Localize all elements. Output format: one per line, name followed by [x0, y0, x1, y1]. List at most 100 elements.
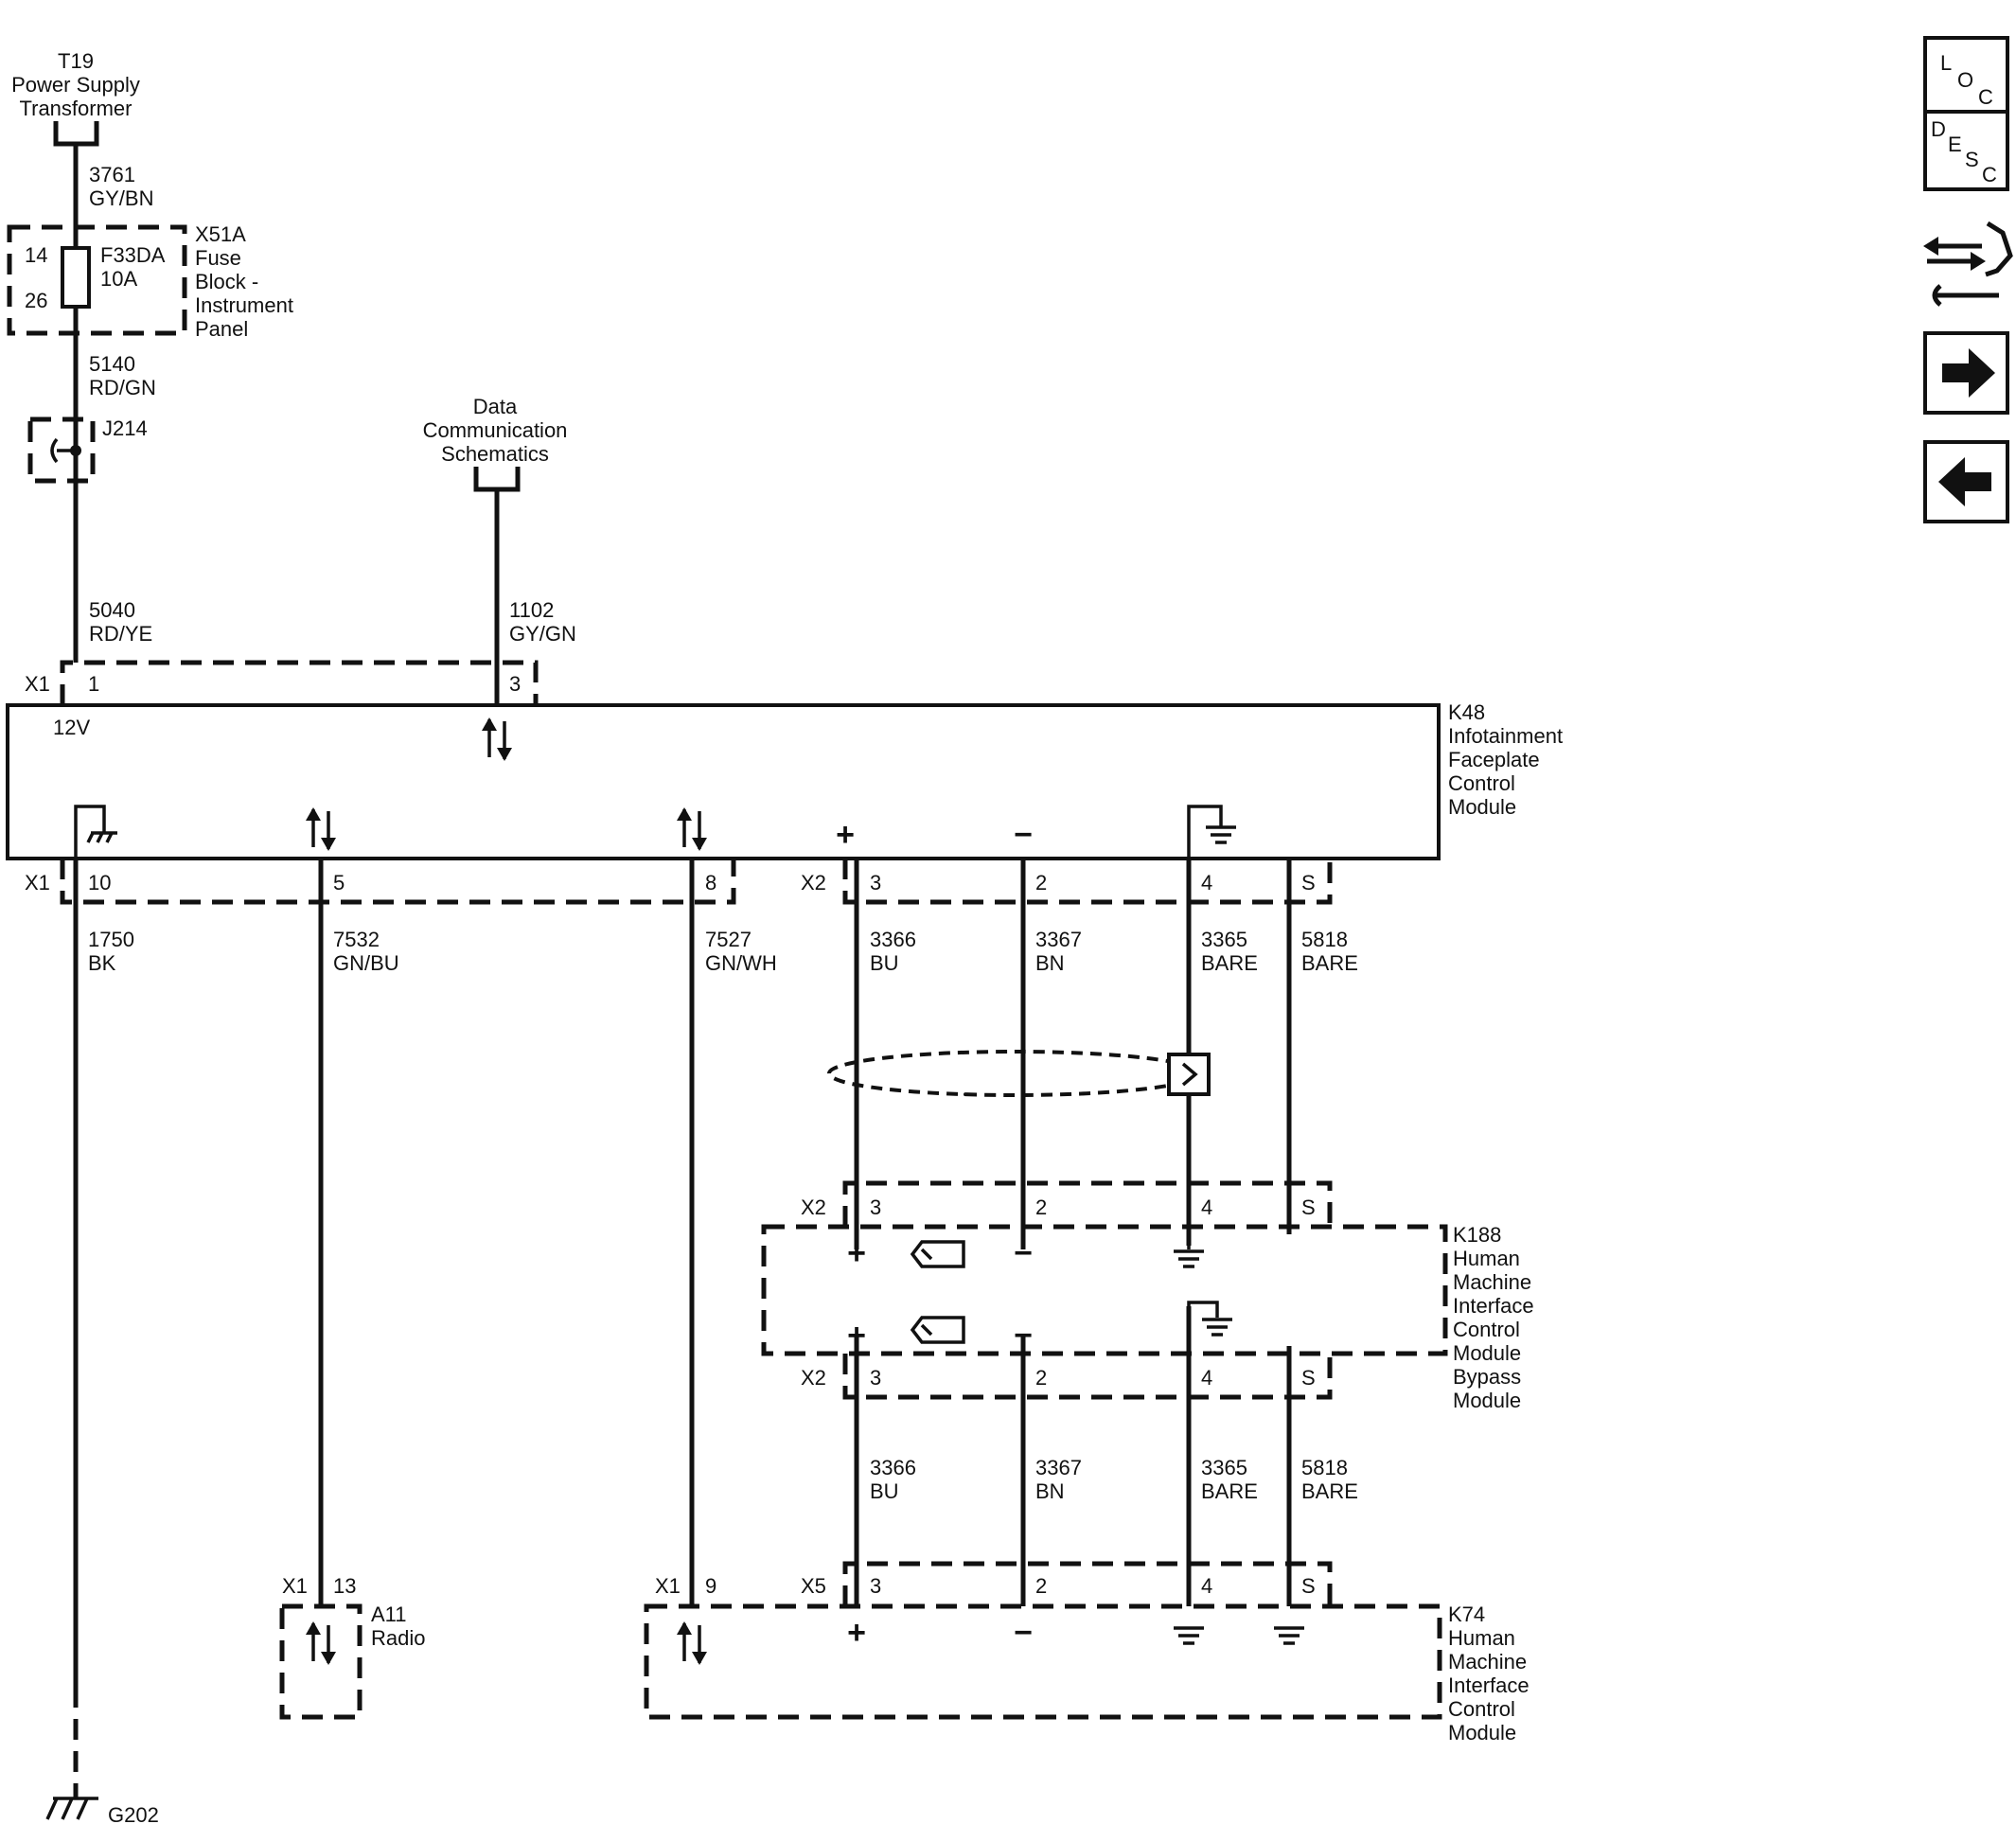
wire-3761-number: 3761 — [89, 163, 135, 186]
k188-label-line3: Machine — [1453, 1270, 1531, 1294]
a11-label-line1: A11 — [371, 1603, 407, 1626]
x51a-label-line2: Fuse — [195, 246, 241, 270]
fuse-pin-14: 14 — [25, 243, 47, 267]
k48-x1-pin-5: 5 — [333, 871, 345, 894]
g202-ground: G202 — [45, 1797, 159, 1824]
k188-ground-top — [1174, 1246, 1204, 1268]
wire-3366-color-bottom: BU — [870, 1479, 899, 1503]
data-comm-line1: Data — [473, 395, 518, 418]
wire-3367-number-top: 3367 — [1035, 928, 1082, 951]
desc-letter-e: E — [1948, 133, 1962, 156]
k48-x1-pin-8: 8 — [705, 871, 716, 894]
j214-label: J214 — [102, 416, 148, 440]
k48-label-line1: K48 — [1448, 700, 1485, 724]
connector-tools-icon[interactable] — [1923, 221, 2013, 307]
k74-ground-pin4 — [1174, 1626, 1204, 1645]
j214-splice: J214 — [27, 416, 148, 484]
k74-label-line2: Human — [1448, 1626, 1515, 1650]
k48-label-line5: Module — [1448, 795, 1516, 819]
k74-label-line5: Control — [1448, 1697, 1515, 1721]
k74-x5-pin-4: 4 — [1201, 1574, 1212, 1598]
loc-button[interactable]: L O C — [1923, 36, 2009, 117]
desc-button[interactable]: D E S C — [1923, 110, 2009, 191]
k188-plus-bottom: + — [847, 1318, 866, 1354]
k188-label: K188 Human Machine Interface Control Mod… — [1453, 1223, 1534, 1412]
k74-minus-symbol: − — [1014, 1615, 1033, 1651]
k188-label-line5: Control — [1453, 1318, 1520, 1341]
k48-infotainment-faceplate-module — [6, 703, 1441, 860]
wire-3365-color-bottom: BARE — [1201, 1479, 1258, 1503]
k48-label-line3: Faceplate — [1448, 748, 1540, 771]
k48-x1-bottom-dashed — [60, 859, 736, 905]
k48-x2-pin-4: 4 — [1201, 871, 1212, 894]
previous-arrow-icon — [1938, 457, 1991, 506]
k188-x2-bottom-pin-s: S — [1301, 1366, 1316, 1390]
k48-data-arrows-pin8 — [677, 807, 707, 851]
k74-x5-id: X5 — [801, 1574, 826, 1598]
k188-human-machine-interface-bypass-module — [761, 1224, 1448, 1356]
wire-5818-number-top: 5818 — [1301, 928, 1348, 951]
a11-radio-module — [279, 1603, 363, 1720]
k48-x2-id: X2 — [801, 871, 826, 894]
k188-x2-top-pin-3: 3 — [870, 1195, 881, 1219]
t19-label-line3: Transformer — [20, 97, 133, 120]
wire-5818-color-bottom: BARE — [1301, 1479, 1358, 1503]
k188-x2-bottom-pin-3: 3 — [870, 1366, 881, 1390]
k74-x1-id: X1 — [655, 1574, 681, 1598]
k188-x2-top-pin-4: 4 — [1201, 1195, 1212, 1219]
k188-label-line1: K188 — [1453, 1223, 1501, 1247]
wire-3365-number-top: 3365 — [1201, 928, 1247, 951]
loc-letter-c: C — [1978, 85, 1993, 109]
k48-data-arrows-pin3 — [482, 717, 512, 761]
k188-x2-bottom-dashed — [842, 1354, 1333, 1400]
k188-x2-bottom-id: X2 — [801, 1366, 826, 1390]
t19-label-line2: Power Supply — [11, 73, 140, 97]
wire-5040-color: RD/YE — [89, 622, 152, 646]
next-arrow-button[interactable] — [1923, 331, 2009, 415]
data-comm-bracket — [473, 467, 521, 492]
k48-x2-connector: X2 3 2 4 S — [801, 859, 1333, 905]
k48-x1-bottom-id: X1 — [25, 871, 50, 894]
k74-label-line4: Interface — [1448, 1673, 1530, 1697]
k188-plus-top: + — [847, 1235, 866, 1271]
x51a-id: X51A — [195, 222, 246, 246]
a11-x1-id: X1 — [282, 1574, 308, 1598]
wire-7527-number: 7527 — [705, 928, 752, 951]
x51a-label-line3: Block - — [195, 270, 258, 293]
k48-x1-pin-3: 3 — [509, 672, 521, 696]
k48-data-arrows-pin5 — [306, 807, 336, 851]
k48-minus-symbol: − — [1014, 817, 1033, 853]
x51a-dashed-outline — [7, 224, 187, 336]
shield-drain-connection — [1167, 1053, 1211, 1096]
desc-letter-c: C — [1982, 163, 1997, 186]
k48-x2-dashed — [842, 859, 1333, 905]
k188-x2-top-pin-s: S — [1301, 1195, 1316, 1219]
previous-arrow-button[interactable] — [1923, 440, 2009, 523]
k48-x1-pin-1: 1 — [88, 672, 99, 696]
k188-minus-bottom: − — [1014, 1318, 1033, 1354]
k48-plus-symbol: + — [836, 817, 855, 853]
k74-label-line3: Machine — [1448, 1650, 1527, 1673]
wire-7532-number: 7532 — [333, 928, 380, 951]
k74-x5-pin-3: 3 — [870, 1574, 881, 1598]
wire-3367-color-top: BN — [1035, 951, 1065, 975]
k74-x1-pin-9: 9 — [705, 1574, 716, 1598]
k48-chassis-ground-pin10 — [74, 805, 117, 859]
a11-data-arrows — [306, 1621, 336, 1665]
wire-5818-color-top: BARE — [1301, 951, 1358, 975]
fuse-f33da-name: F33DA — [100, 243, 166, 267]
k188-x2-bottom-pin-2: 2 — [1035, 1366, 1047, 1390]
x51a-label-line5: Panel — [195, 317, 248, 341]
k74-x5-dashed — [842, 1561, 1333, 1606]
k74-label-line1: K74 — [1448, 1603, 1485, 1626]
fuse-f33da-rating: 10A — [100, 267, 137, 291]
loc-letter-l: L — [1940, 51, 1952, 75]
t19-power-supply-transformer: T19 Power Supply Transformer — [11, 49, 140, 147]
k74-label-line6: Module — [1448, 1721, 1516, 1744]
k188-ground-bottom — [1187, 1301, 1232, 1354]
k48-x2-pin-2: 2 — [1035, 871, 1047, 894]
k48-label-line4: Control — [1448, 771, 1515, 795]
k74-data-arrows — [677, 1621, 707, 1665]
desc-letter-d: D — [1931, 117, 1946, 141]
k74-label: K74 Human Machine Interface Control Modu… — [1448, 1603, 1530, 1744]
